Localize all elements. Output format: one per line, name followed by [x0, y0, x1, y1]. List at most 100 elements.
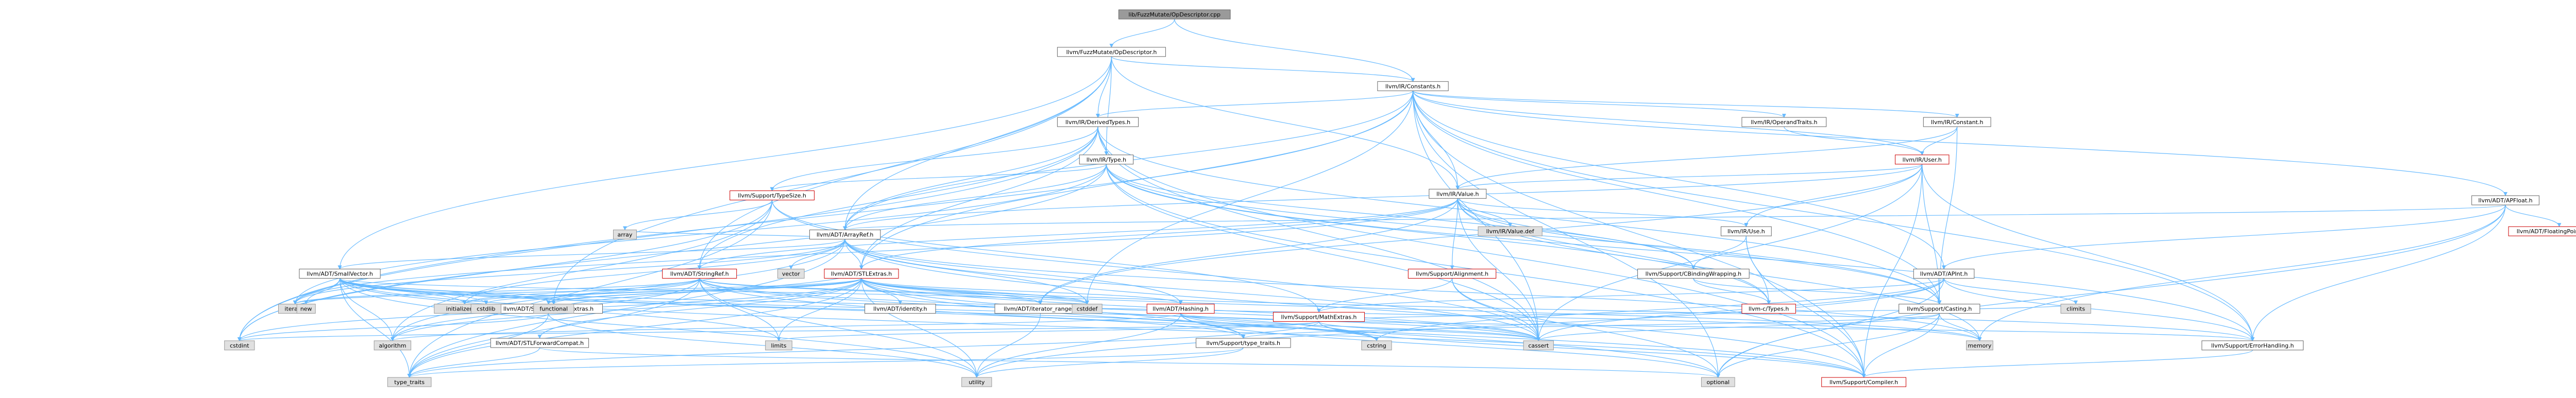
node-label: llvm/FuzzMutate/OpDescriptor.h: [1066, 49, 1157, 56]
edge-mathextras-to-cassert: [1318, 321, 1541, 341]
node-constant[interactable]: llvm/IR/Constant.h: [1923, 117, 1991, 127]
node-label: cstddef: [1077, 306, 1098, 313]
node-label: llvm/ADT/STLExtras.h: [831, 271, 892, 278]
edge-constants-to-user: [1412, 91, 1924, 155]
node-box: [662, 269, 737, 279]
node-vector[interactable]: vector: [777, 269, 805, 279]
edge-apint-to-errhandling: [1943, 278, 2255, 341]
node-new[interactable]: new: [296, 304, 316, 314]
edge-hashing-to-optional: [1180, 313, 1720, 378]
node-stringref[interactable]: llvm/ADT/StringRef.h: [662, 269, 737, 279]
node-label: llvm/Support/Alignment.h: [1416, 271, 1488, 278]
node-box: [374, 340, 412, 351]
edge-stringref-to-cstddef: [699, 278, 1089, 305]
node-optional[interactable]: optional: [1701, 377, 1735, 387]
node-label: llvm/ADT/identity.h: [873, 306, 927, 313]
node-type[interactable]: llvm/IR/Type.h: [1079, 154, 1134, 165]
node-typetraits[interactable]: llvm/Support/type_traits.h: [1195, 338, 1291, 348]
edge-apint-to-cassert: [1536, 278, 1944, 341]
edge-casting-to-typetraits: [1241, 313, 1940, 339]
node-cstdlib[interactable]: cstdlib: [470, 304, 501, 314]
node-box: [1523, 340, 1554, 351]
node-fpmode[interactable]: llvm/ADT/FloatingPointMode.h: [2508, 226, 2576, 236]
node-constants[interactable]: llvm/IR/Constants.h: [1377, 81, 1449, 91]
edge-derived-to-stringref: [697, 126, 1098, 270]
node-functional[interactable]: functional: [533, 304, 574, 314]
edge-stlextras-to-memory: [861, 278, 1982, 341]
node-label: llvm/Support/type_traits.h: [1207, 340, 1280, 347]
edge-casting-to-memory: [1939, 313, 1982, 341]
edge-constants-to-casting: [1412, 91, 1942, 305]
node-smallvec[interactable]: llvm/ADT/SmallVector.h: [299, 269, 381, 279]
node-box: [1429, 188, 1487, 199]
node-cstdint[interactable]: cstdint: [224, 340, 255, 351]
node-stlextras[interactable]: llvm/ADT/STLExtras.h: [824, 269, 899, 279]
node-box: [299, 269, 381, 279]
node-compiler[interactable]: llvm/Support/Compiler.h: [1821, 377, 1907, 387]
node-array[interactable]: array: [613, 230, 637, 239]
edge-smallvec-to-algorithm: [339, 278, 395, 341]
edge-mathextras-to-compiler: [1318, 321, 1866, 378]
node-stlfwd[interactable]: llvm/ADT/STLForwardCompat.h: [490, 338, 589, 348]
edge-type-to-typesize: [770, 164, 1107, 192]
node-label: llvm/Support/CBindingWrapping.h: [1646, 271, 1742, 278]
edge-stlfunc-to-typetraits_std: [407, 313, 549, 378]
node-climits[interactable]: climits: [2060, 304, 2091, 314]
node-optrans[interactable]: llvm/IR/OperandTraits.h: [1741, 117, 1827, 127]
node-label: llvm/IR/Type.h: [1087, 157, 1126, 163]
node-apfloat[interactable]: llvm/ADT/APFloat.h: [2471, 195, 2539, 205]
edge-derived-to-typesize: [770, 126, 1098, 192]
node-derived[interactable]: llvm/IR/DerivedTypes.h: [1057, 117, 1139, 127]
node-label: llvm/IR/Value.def: [1486, 228, 1535, 235]
node-root[interactable]: lib/FuzzMutate/OpDescriptor.cpp: [1118, 9, 1231, 20]
edge-apfloat-to-arrayref: [843, 204, 2506, 231]
edge-value-to-alignment: [1450, 198, 1458, 270]
node-memory[interactable]: memory: [1966, 340, 1993, 351]
node-opdesc_h[interactable]: llvm/FuzzMutate/OpDescriptor.h: [1057, 47, 1166, 57]
node-typetraits_std[interactable]: type_traits: [387, 377, 432, 387]
edge-type-to-errhandling: [1106, 164, 2255, 341]
node-label: llvm/Support/ErrorHandling.h: [2211, 342, 2294, 349]
edge-arrayref-to-iterator: [293, 239, 845, 305]
edge-user-to-value: [1455, 164, 1923, 190]
node-label: llvm/Support/MathExtras.h: [1281, 314, 1357, 320]
node-cstring[interactable]: cstring: [1361, 340, 1392, 351]
node-use[interactable]: llvm/IR/Use.h: [1720, 226, 1772, 236]
node-cstddef[interactable]: cstddef: [1072, 304, 1103, 314]
edge-stringref-to-iterator: [293, 278, 700, 305]
node-typesize[interactable]: llvm/Support/TypeSize.h: [730, 191, 815, 200]
node-label: llvm/ADT/Hashing.h: [1153, 306, 1209, 313]
node-alignment[interactable]: llvm/Support/Alignment.h: [1408, 269, 1497, 279]
node-box: [1146, 304, 1215, 314]
node-casting[interactable]: llvm/Support/Casting.h: [1899, 304, 1980, 314]
node-hashing[interactable]: llvm/ADT/Hashing.h: [1146, 304, 1215, 314]
node-box: [1408, 269, 1497, 279]
node-label: cassert: [1528, 342, 1549, 349]
node-cbinding[interactable]: llvm/Support/CBindingWrapping.h: [1637, 269, 1750, 279]
node-identity[interactable]: llvm/ADT/identity.h: [865, 304, 936, 314]
node-box: [1057, 47, 1166, 57]
node-errhandling[interactable]: llvm/Support/ErrorHandling.h: [2201, 340, 2304, 351]
node-label: llvm/Support/Compiler.h: [1829, 379, 1898, 386]
node-cassert[interactable]: cassert: [1523, 340, 1554, 351]
edge-optrans-to-user: [1784, 126, 1924, 155]
edge-hashing-to-cassert: [1180, 313, 1541, 341]
node-ctypes[interactable]: llvm-c/Types.h: [1741, 304, 1796, 314]
node-user[interactable]: llvm/IR/User.h: [1895, 154, 1950, 165]
node-algorithm[interactable]: algorithm: [374, 340, 412, 351]
edge-opdesc_h-to-constants: [1111, 56, 1415, 82]
node-utility[interactable]: utility: [961, 377, 992, 387]
edge-value-to-stringref: [697, 198, 1458, 270]
edge-constant-to-user: [1920, 126, 1958, 155]
node-box: [865, 304, 936, 314]
node-limits[interactable]: limits: [765, 340, 792, 351]
node-arrayref[interactable]: llvm/ADT/ArrayRef.h: [809, 230, 881, 239]
node-layer: lib/FuzzMutate/OpDescriptor.cpp llvm/Fuzz…: [224, 9, 2576, 387]
node-mathextras[interactable]: llvm/Support/MathExtras.h: [1273, 312, 1365, 322]
edge-derived-to-stlextras: [859, 126, 1098, 270]
node-box: [1821, 377, 1907, 387]
edge-layer: [237, 19, 2562, 378]
node-valuedef[interactable]: llvm/IR/Value.def: [1478, 226, 1543, 236]
node-apint[interactable]: llvm/ADT/APInt.h: [1913, 269, 1975, 279]
node-value[interactable]: llvm/IR/Value.h: [1429, 188, 1487, 199]
